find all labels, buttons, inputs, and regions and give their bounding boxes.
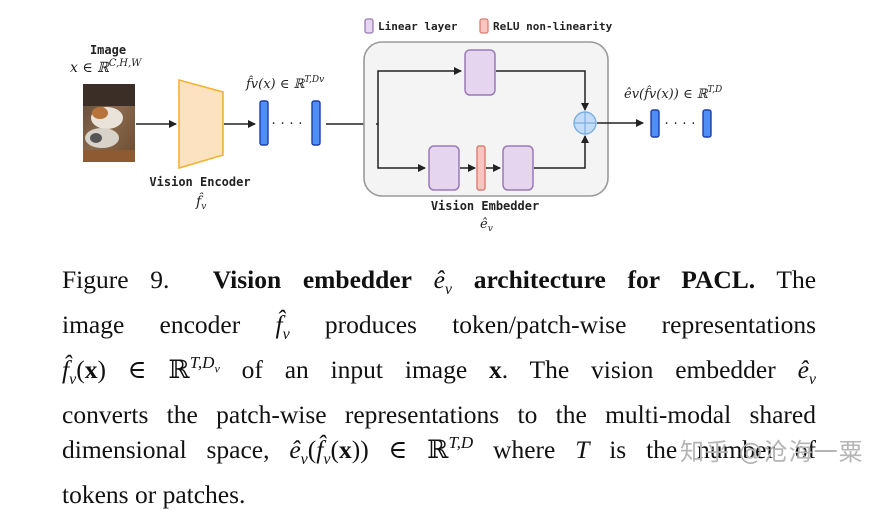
architecture-diagram: Image x ∈ ℝC,H,W Vision Encoder f̂v f̂v(… <box>70 18 722 234</box>
caption-line-1: Figure 9. Vision embedder êv architectur… <box>62 265 817 299</box>
arrow-top-to-sum <box>496 70 589 111</box>
feature-token <box>311 100 321 146</box>
feature-token <box>259 100 269 146</box>
caption-line-2: image encoder f̂v produces token/patch-w… <box>62 310 816 344</box>
figure-caption: Figure 9. Vision embedder êv architectur… <box>62 262 816 512</box>
legend-label-relu: ReLU non-linearity <box>493 20 613 33</box>
caption-line-3: f̂v(x) ∈ ℝT,Dv of an input image x. The … <box>62 353 817 389</box>
legend-label-linear: Linear layer <box>378 20 458 33</box>
encoder-math: f̂v <box>195 192 206 212</box>
caption-line-6: tokens or patches. <box>62 480 246 510</box>
caption-title-1: Vision embedder <box>212 265 412 294</box>
vision-encoder-block <box>178 78 224 170</box>
linear-layer-bottom-1 <box>428 145 460 191</box>
output-token <box>702 109 712 138</box>
legend: Linear layer ReLU non-linearity <box>364 18 613 34</box>
embedder-math: êv <box>480 217 493 234</box>
output-dots: · · · · <box>664 116 695 132</box>
caption-title-2: architecture for PACL. <box>473 265 756 294</box>
arrow-top-branch <box>376 67 462 125</box>
output-math: êv(f̂v(x)) ∈ ℝT,D <box>624 85 722 102</box>
vision-embedder-box <box>363 41 609 197</box>
feature-dots: · · · · <box>271 116 302 132</box>
input-label: Image <box>90 43 126 57</box>
arrow-bottom-to-sum <box>534 135 589 169</box>
embedder-label: Vision Embedder <box>431 199 539 213</box>
linear-layer-top <box>464 49 496 96</box>
sum-icon <box>573 111 597 135</box>
relu-layer <box>476 145 486 191</box>
input-math: x ∈ ℝC,H,W <box>70 58 142 76</box>
legend-swatch-linear <box>364 18 374 34</box>
caption-line-4: converts the patch-wise representations … <box>62 400 816 430</box>
output-token <box>650 109 660 138</box>
features-math: f̂v(x) ∈ ℝT,Dv <box>245 75 324 92</box>
watermark: 知乎 @沧海一粟 <box>680 438 864 466</box>
legend-swatch-relu <box>479 18 489 34</box>
encoder-label: Vision Encoder <box>149 175 250 189</box>
caption-line-5: dimensional space, êv(f̂v(x)) ∈ ℝT,D whe… <box>62 433 817 469</box>
linear-layer-bottom-2 <box>502 145 534 191</box>
figure-number: Figure 9. <box>62 265 170 294</box>
arrow-bottom-branch <box>377 124 426 172</box>
input-image <box>83 84 135 162</box>
